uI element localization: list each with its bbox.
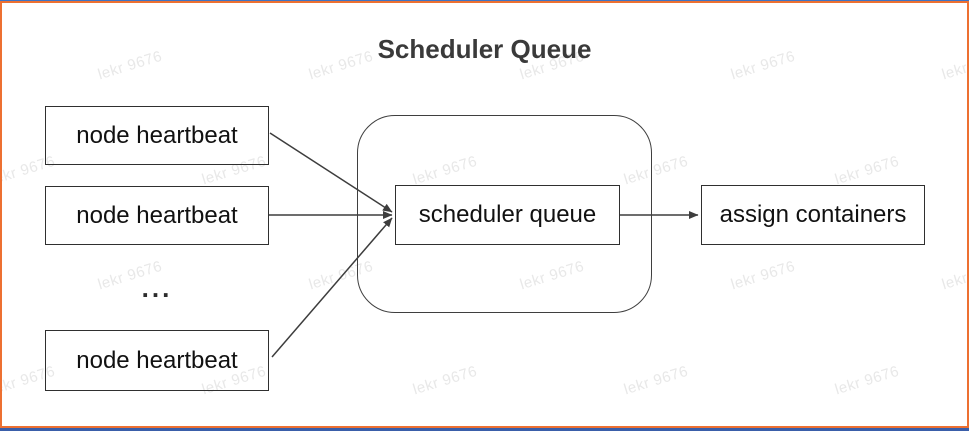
node-heartbeat-box-1: node heartbeat — [45, 106, 269, 165]
watermark-text: lekr 9676 — [939, 258, 969, 294]
node-heartbeat-label-1: node heartbeat — [76, 121, 238, 149]
watermark-text: lekr 9676 — [410, 362, 480, 399]
diagram-title: Scheduler Queue — [377, 34, 592, 64]
node-heartbeat-box-2: node heartbeat — [45, 186, 269, 245]
watermark-text: lekr 9676 — [832, 152, 902, 189]
window-top-edge-line — [0, 0, 969, 1]
node-heartbeat-label-3: node heartbeat — [76, 346, 238, 374]
assign-containers-label: assign containers — [719, 201, 907, 228]
window-bottom-edge-line — [0, 428, 969, 431]
node-heartbeat-label-2: node heartbeat — [76, 201, 238, 229]
watermark-text: lekr 9676 — [832, 362, 902, 399]
scheduler-queue-box: scheduler queue — [395, 185, 620, 245]
more-nodes-ellipsis: ... — [141, 273, 173, 303]
assign-containers-box: assign containers — [701, 185, 925, 245]
scheduler-queue-label: scheduler queue — [418, 201, 597, 228]
node-heartbeat-box-3: node heartbeat — [45, 330, 269, 391]
watermark-text: lekr 9676 — [728, 257, 798, 294]
watermark-text: lekr 9676 — [621, 362, 691, 399]
